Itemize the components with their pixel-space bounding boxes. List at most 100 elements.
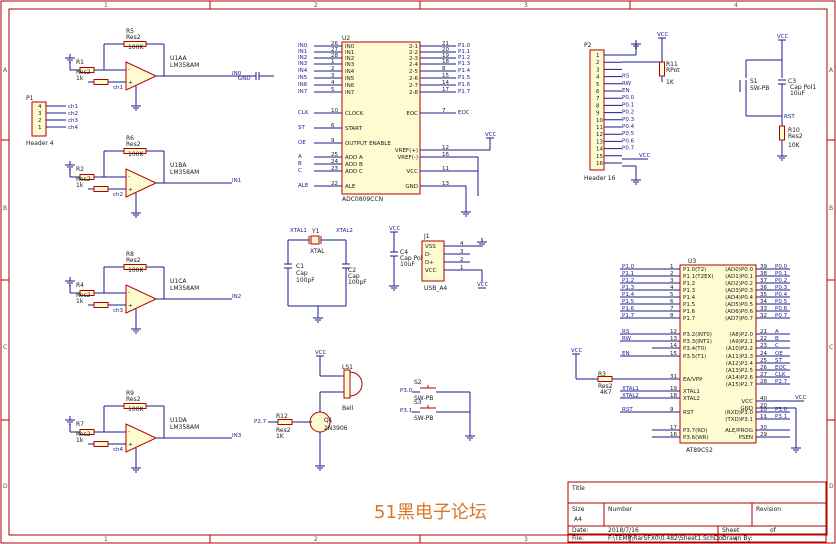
zone-right-A: A (829, 67, 834, 74)
mcu-pin-name: (AD1)P0.1 (725, 274, 753, 280)
mcu-pin-name: XTAL1 (683, 389, 700, 395)
header16-pin-num: 4 (596, 75, 600, 81)
mcu-right-net: P0.7 (775, 313, 788, 319)
bias-resistor (93, 79, 109, 85)
mcu-left-net: P1.4 (622, 292, 635, 298)
opamp-inv: - (128, 67, 130, 73)
mcu-pin-name: (A9)P2.1 (729, 339, 753, 345)
vcc-label: VCC (477, 282, 489, 288)
opamp-inv: - (128, 290, 130, 296)
mcu-left-net: RS (622, 329, 630, 335)
buzzer-arc (349, 371, 363, 397)
adc-pin-name: 2-8 (409, 90, 418, 96)
mcu-ground (791, 444, 801, 453)
adc-pin-name: IN0 (345, 44, 355, 50)
opamp-in-net: ch2 (113, 192, 123, 198)
vcc-label: VCC (795, 395, 807, 401)
opamp-triangle (125, 61, 158, 91)
adc-pin-name: 2-2 (409, 50, 418, 56)
opamp-ground (131, 209, 141, 218)
c1-value: 100pF (296, 277, 315, 284)
adc-pin-num: 26 (331, 41, 338, 47)
mcu-pin-name: P1.1(T2EX) (683, 274, 713, 280)
bias-resistor (93, 186, 109, 192)
title-block-frame (567, 481, 827, 543)
header4-pin-num: 1 (38, 125, 42, 131)
header16-net: RW (622, 81, 632, 87)
xtal1-net: XTAL1 (290, 228, 307, 234)
opamp-ground (131, 102, 141, 111)
header16-name: Header 16 (584, 175, 616, 182)
input-ground (65, 54, 75, 63)
adc-pin-name: VREF(-) (398, 155, 419, 161)
mcu-pin-num: 33 (760, 306, 767, 312)
mcu-pin-num: 1 (670, 264, 674, 270)
mcu-pin-name: PSEN (739, 435, 753, 441)
zone-left-A: A (3, 67, 8, 74)
zone-left-C: C (3, 344, 7, 351)
adc-pin-num: 8 (442, 66, 446, 72)
input-res-value: 1k (76, 75, 84, 82)
xtal2-net: XTAL2 (336, 228, 353, 234)
opamp-part: LM358AM (170, 62, 199, 69)
usb-pin-name: VSS (425, 244, 436, 250)
input-res-label: Res2 (76, 431, 91, 438)
mcu-pin-num: 36 (760, 285, 767, 291)
opamp-ref: U1CA (170, 278, 187, 285)
buzzer-net: P2.7 (254, 419, 267, 425)
adc-left-net: C (298, 168, 302, 174)
mcu-left-net: P1.2 (622, 278, 634, 284)
switch-net: P3.0 (400, 388, 413, 394)
header16-net: P0.6 (622, 138, 635, 144)
usb-cap-ground (389, 282, 399, 291)
mcu-pin-name: P3.4(T0) (683, 346, 706, 352)
adc-pin-num: 12 (442, 145, 449, 151)
mcu-pin-num: 27 (760, 372, 767, 378)
mcu-part: AT89C52 (686, 447, 713, 454)
size-label: Size (572, 506, 585, 513)
usb-pin-num: 2 (460, 257, 464, 263)
mcu-pin-name: (A14)P2.6 (726, 375, 754, 381)
header16-body (589, 49, 605, 171)
adc-left-net: OE (298, 140, 306, 146)
mcu-pin-num: 5 (670, 292, 674, 298)
header16-vcc-2: VCC (639, 153, 651, 160)
adc-pin-name: CLOCK (345, 111, 364, 117)
reset-res-label: Res2 (788, 133, 803, 140)
adc-pin-name: START (345, 126, 363, 132)
header16-net: EN (622, 88, 630, 94)
mcu-pin-num: 22 (760, 336, 767, 342)
reset-cap-ref: C3 (788, 78, 796, 85)
input-res-ref: R1 (76, 59, 84, 66)
number-label: Number (608, 506, 633, 513)
mcu-pin-name: P1.6 (683, 309, 696, 315)
adc-pin-name: EOC (406, 111, 418, 117)
adc-pin-num: 25 (331, 152, 338, 158)
adc-pin-name: GND (405, 184, 418, 190)
transistor-part: 2N3906 (324, 425, 348, 432)
header16-pin-num: 14 (596, 147, 603, 153)
feedback-res-ref: R8 (126, 251, 134, 258)
header16-pin-num: 16 (596, 161, 603, 167)
zone-bottom-3: 3 (524, 536, 528, 543)
adc-pin-num: 13 (442, 181, 449, 187)
adc-pin-name: 2-4 (409, 62, 418, 68)
header4-net: ch3 (68, 118, 79, 124)
mcu-pin-num: 9 (670, 407, 674, 413)
pot-label: RPot (666, 67, 680, 74)
opamp-triangle (125, 423, 158, 453)
header4-body (31, 101, 47, 137)
input-ground (65, 416, 75, 425)
header4-net: ch1 (68, 104, 78, 110)
input-resistor (79, 429, 95, 435)
switch-ref: S3 (414, 399, 422, 406)
header16-pin-num: 2 (596, 60, 600, 66)
mcu-pin-name: GND (740, 406, 753, 412)
header4-ref: P1 (26, 95, 34, 102)
mcu-left-net: RST (622, 407, 633, 413)
adc-pin-name: 2-7 (409, 83, 418, 89)
mcu-pin-num: 26 (760, 365, 767, 371)
mcu-left-net: XTAL1 (622, 386, 639, 392)
